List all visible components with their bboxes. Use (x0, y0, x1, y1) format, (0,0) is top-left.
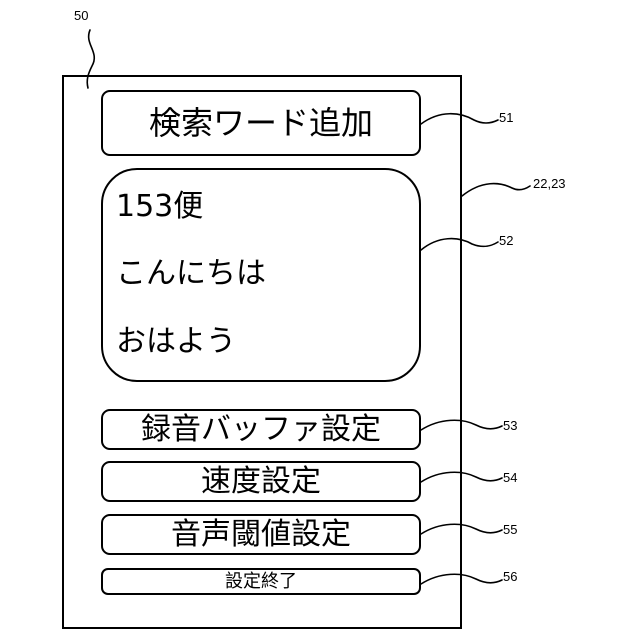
add-search-word-label: 検索ワード追加 (149, 107, 373, 139)
speed-setting-label: 速度設定 (201, 467, 321, 497)
search-word-list: 153便 こんにちは おはよう (101, 168, 421, 382)
list-item[interactable]: 153便 (116, 190, 203, 224)
list-item[interactable]: おはよう (116, 325, 236, 359)
ref-numeral-55: 55 (503, 523, 517, 537)
voice-threshold-setting-label: 音声閾値設定 (171, 520, 351, 550)
ref-numeral-51: 51 (499, 111, 513, 125)
recording-buffer-setting-label: 録音バッファ設定 (141, 415, 381, 445)
figure-label: 50 (74, 9, 88, 23)
end-settings-label: 設定終了 (225, 573, 297, 591)
voice-threshold-setting-button[interactable]: 音声閾値設定 (101, 514, 421, 555)
speed-setting-button[interactable]: 速度設定 (101, 461, 421, 502)
ref-numeral-52: 52 (499, 234, 513, 248)
recording-buffer-setting-button[interactable]: 録音バッファ設定 (101, 409, 421, 450)
list-item[interactable]: こんにちは (116, 257, 266, 291)
add-search-word-button[interactable]: 検索ワード追加 (101, 90, 421, 156)
ref-numeral-56: 56 (503, 570, 517, 584)
ref-numeral-53: 53 (503, 419, 517, 433)
ref-numeral-screen: 22,23 (533, 177, 566, 191)
leader-line-22-23 (462, 184, 530, 196)
ref-numeral-54: 54 (503, 471, 517, 485)
end-settings-button[interactable]: 設定終了 (101, 568, 421, 595)
